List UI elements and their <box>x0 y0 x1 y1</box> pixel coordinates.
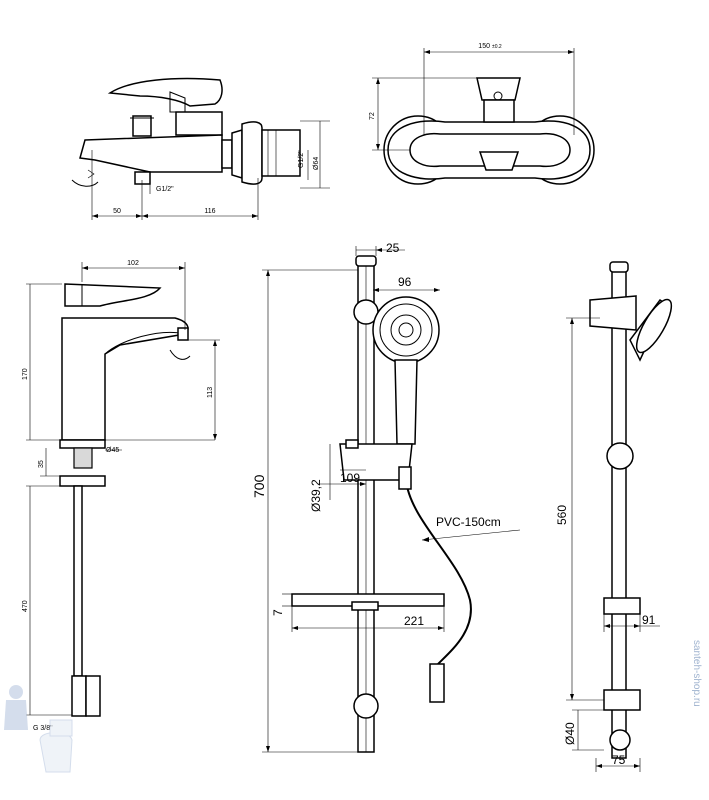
dim-113: 113 <box>207 387 214 398</box>
hose-label: PVC-150cm <box>436 515 501 529</box>
dim-dia-392: Ø39,2 <box>309 479 323 512</box>
dim-50: 50 <box>113 208 121 215</box>
dim-g38: G 3/8" <box>33 725 53 732</box>
dim-7: 7 <box>271 609 285 616</box>
dim-91: 91 <box>642 613 656 627</box>
dim-116: 116 <box>204 208 215 215</box>
dim-75: 75 <box>612 753 626 767</box>
dim-470: 470 <box>22 600 29 612</box>
dim-102: 102 <box>127 260 139 267</box>
bath-mixer-top-view <box>372 48 595 185</box>
dim-109: 109 <box>340 471 360 485</box>
watermark-text: santeh-shop.ru <box>691 640 702 707</box>
dim-560: 560 <box>555 505 569 525</box>
dim-700: 700 <box>251 474 267 498</box>
shower-bar-front <box>262 246 521 753</box>
dim-g12-side: G1/2" <box>298 150 305 168</box>
dim-dia-45: Ø45 <box>106 447 119 454</box>
basin-mixer <box>26 262 220 717</box>
dim-g12-bottom: G1/2" <box>156 186 174 193</box>
dim-25: 25 <box>386 241 400 255</box>
dim-72: 72 <box>369 112 376 120</box>
dim-dia-64: Ø64 <box>313 157 320 170</box>
plumber-logo <box>4 685 73 773</box>
dim-96: 96 <box>398 275 412 289</box>
dim-221: 221 <box>404 614 424 628</box>
dim-150: 150±0.2 <box>478 43 502 50</box>
dim-dia-40: Ø40 <box>563 722 577 745</box>
shower-bar-side <box>566 261 673 772</box>
bath-mixer-front-view <box>71 77 330 220</box>
dim-170: 170 <box>22 368 29 380</box>
dim-35: 35 <box>38 460 45 468</box>
